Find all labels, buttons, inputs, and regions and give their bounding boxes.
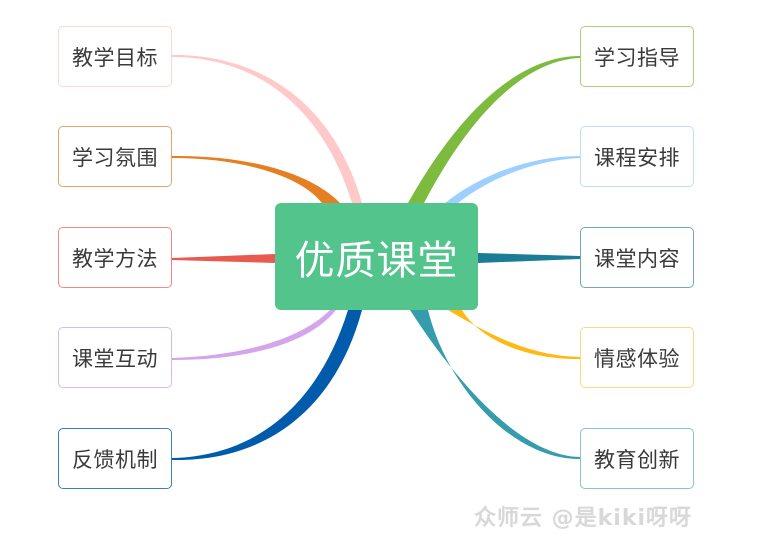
connector-learning-atmosphere (172, 155, 340, 203)
node-learning-guidance[interactable]: 学习指导 (580, 26, 694, 87)
node-label: 教育创新 (594, 447, 680, 472)
node-course-schedule[interactable]: 课程安排 (580, 126, 694, 187)
connector-course-schedule (445, 156, 580, 203)
node-label: 课程安排 (594, 145, 680, 170)
node-label: 情感体验 (594, 346, 680, 371)
node-emotional-experience[interactable]: 情感体验 (580, 327, 694, 388)
connector-class-content (478, 253, 580, 263)
connector-class-interaction (172, 310, 336, 360)
node-class-interaction[interactable]: 课堂互动 (58, 327, 172, 388)
connector-teaching-methods (172, 254, 275, 263)
node-label: 教学目标 (72, 45, 158, 70)
watermark: 众师云 @是kiki呀呀 (474, 506, 693, 531)
connector-teaching-goals (172, 54, 362, 203)
node-label: 学习指导 (594, 45, 680, 70)
node-teaching-goals[interactable]: 教学目标 (58, 26, 172, 87)
node-class-content[interactable]: 课堂内容 (580, 227, 694, 288)
connector-education-innovation (410, 310, 580, 460)
central-topic[interactable]: 优质课堂 (275, 203, 478, 310)
connector-emotional-experience (448, 310, 580, 360)
connector-feedback (172, 310, 362, 461)
node-teaching-methods[interactable]: 教学方法 (58, 227, 172, 288)
node-learning-atmosphere[interactable]: 学习氛围 (58, 126, 172, 187)
node-label: 反馈机制 (72, 447, 158, 472)
node-label: 教学方法 (72, 246, 158, 271)
central-topic-label: 优质课堂 (294, 237, 459, 284)
node-feedback-mechanism[interactable]: 反馈机制 (58, 428, 172, 489)
node-label: 课堂内容 (594, 246, 680, 271)
connector-learning-guidance (408, 56, 580, 203)
node-label: 课堂互动 (72, 346, 158, 371)
node-education-innovation[interactable]: 教育创新 (580, 428, 694, 489)
node-label: 学习氛围 (72, 145, 158, 170)
